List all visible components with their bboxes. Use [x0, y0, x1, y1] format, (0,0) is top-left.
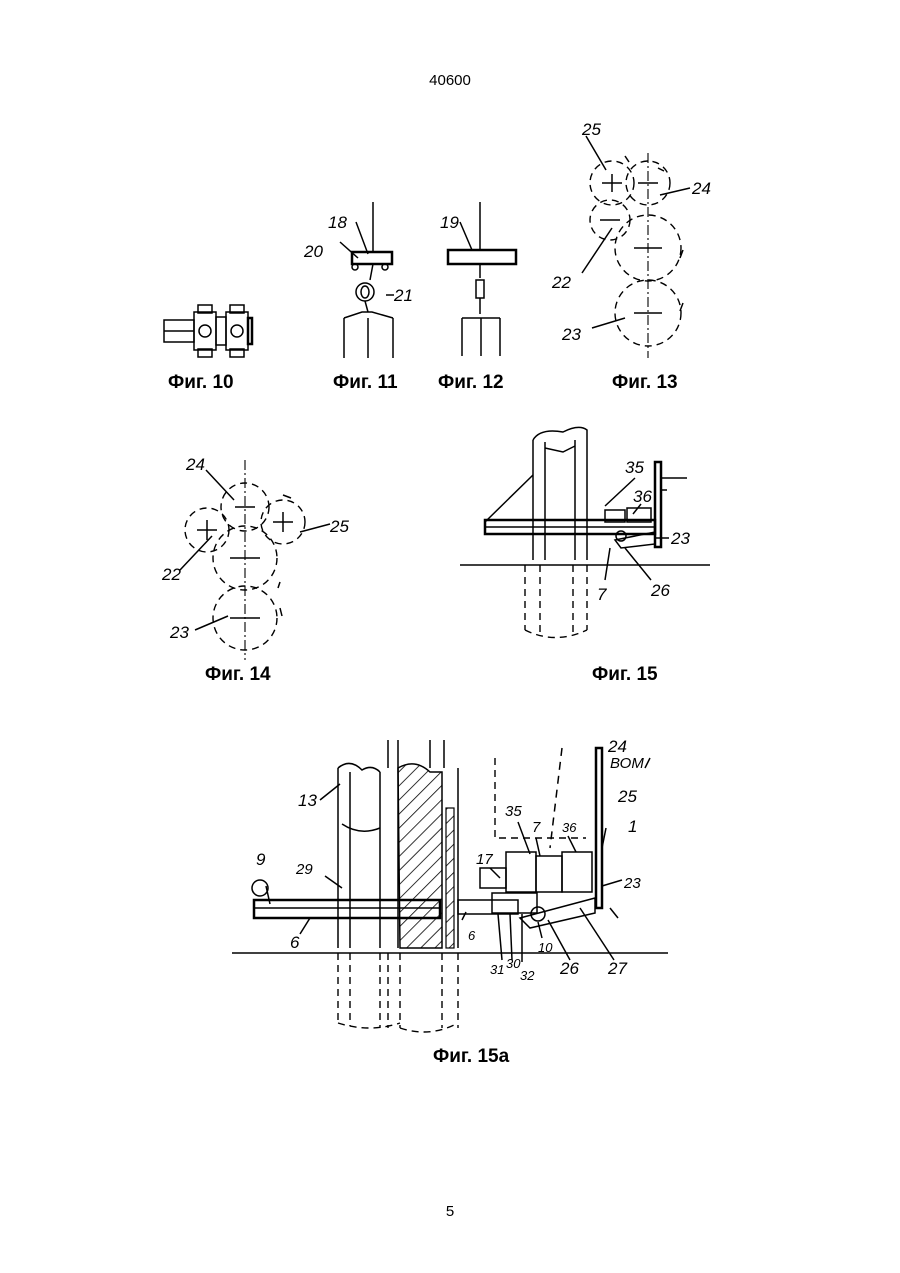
fig15a-label-1: 1	[628, 817, 637, 836]
fig15-label-36: 36	[633, 487, 652, 506]
fig15-label-23: 23	[670, 529, 690, 548]
fig14-label-22: 22	[161, 565, 181, 584]
document-number: 40600	[0, 72, 900, 89]
figure-10-drawing	[150, 270, 280, 370]
fig11-label-18: 18	[328, 213, 347, 232]
fig14-label-25: 25	[329, 517, 349, 536]
fig15a-label-27: 27	[607, 959, 627, 978]
fig13-label-24: 24	[691, 179, 711, 198]
fig15a-label-30: 30	[506, 956, 521, 971]
figure-15-caption: Фиг. 15	[592, 664, 658, 686]
fig15a-label-17: 17	[476, 851, 493, 868]
fig15-label-26: 26	[650, 581, 670, 600]
figure-10-caption: Фиг. 10	[168, 372, 234, 394]
fig15a-label-9: 9	[256, 850, 266, 869]
fig13-label-23: 23	[561, 325, 581, 344]
fig15a-label-26: 26	[559, 959, 579, 978]
fig11-label-21: 21	[393, 286, 413, 305]
figure-14-caption: Фиг. 14	[205, 664, 271, 686]
figure-11-caption: Фиг. 11	[333, 372, 398, 394]
figure-11-drawing: 18 20 21	[300, 200, 420, 365]
fig15a-label-24: 24	[607, 737, 627, 756]
figure-13-caption: Фиг. 13	[612, 372, 678, 394]
fig15a-label-25: 25	[617, 787, 637, 806]
fig15a-label-13: 13	[298, 791, 317, 810]
fig15a-label-vom: ВОМ	[610, 755, 644, 772]
figure-14-drawing: 24 25 22 23	[150, 440, 370, 665]
fig15a-label-10: 10	[538, 940, 553, 955]
fig12-label-19: 19	[440, 213, 459, 232]
figure-12-drawing: 19	[430, 200, 530, 365]
fig14-label-23: 23	[169, 623, 189, 642]
fig11-label-20: 20	[303, 242, 323, 261]
fig15a-label-31: 31	[490, 962, 504, 977]
figure-12-caption: Фиг. 12	[438, 372, 504, 394]
fig15a-label-23: 23	[623, 875, 641, 892]
fig15a-label-7: 7	[532, 819, 541, 836]
page-number: 5	[0, 1203, 900, 1220]
fig15a-label-35: 35	[505, 803, 522, 820]
figure-13-drawing: 25 24 22 23	[540, 108, 730, 368]
fig13-label-25: 25	[581, 120, 601, 139]
fig14-label-24: 24	[185, 455, 205, 474]
fig15-label-35: 35	[625, 458, 644, 477]
fig15a-label-29: 29	[295, 861, 313, 878]
figure-15a-caption: Фиг. 15а	[433, 1046, 509, 1068]
fig13-label-22: 22	[551, 273, 571, 292]
figure-15a-drawing: 24 ВОМ 25 1 13 35 7 36 17 9 29 23 6 6 31…	[230, 728, 670, 1048]
fig15-label-7: 7	[597, 585, 607, 604]
fig15a-label-36: 36	[562, 820, 577, 835]
fig15a-label-32: 32	[520, 968, 535, 983]
fig15a-label-6-left: 6	[290, 933, 300, 952]
fig15a-label-6-right: 6	[468, 928, 476, 943]
figure-15-drawing: 35 36 23 7 26	[455, 410, 715, 645]
